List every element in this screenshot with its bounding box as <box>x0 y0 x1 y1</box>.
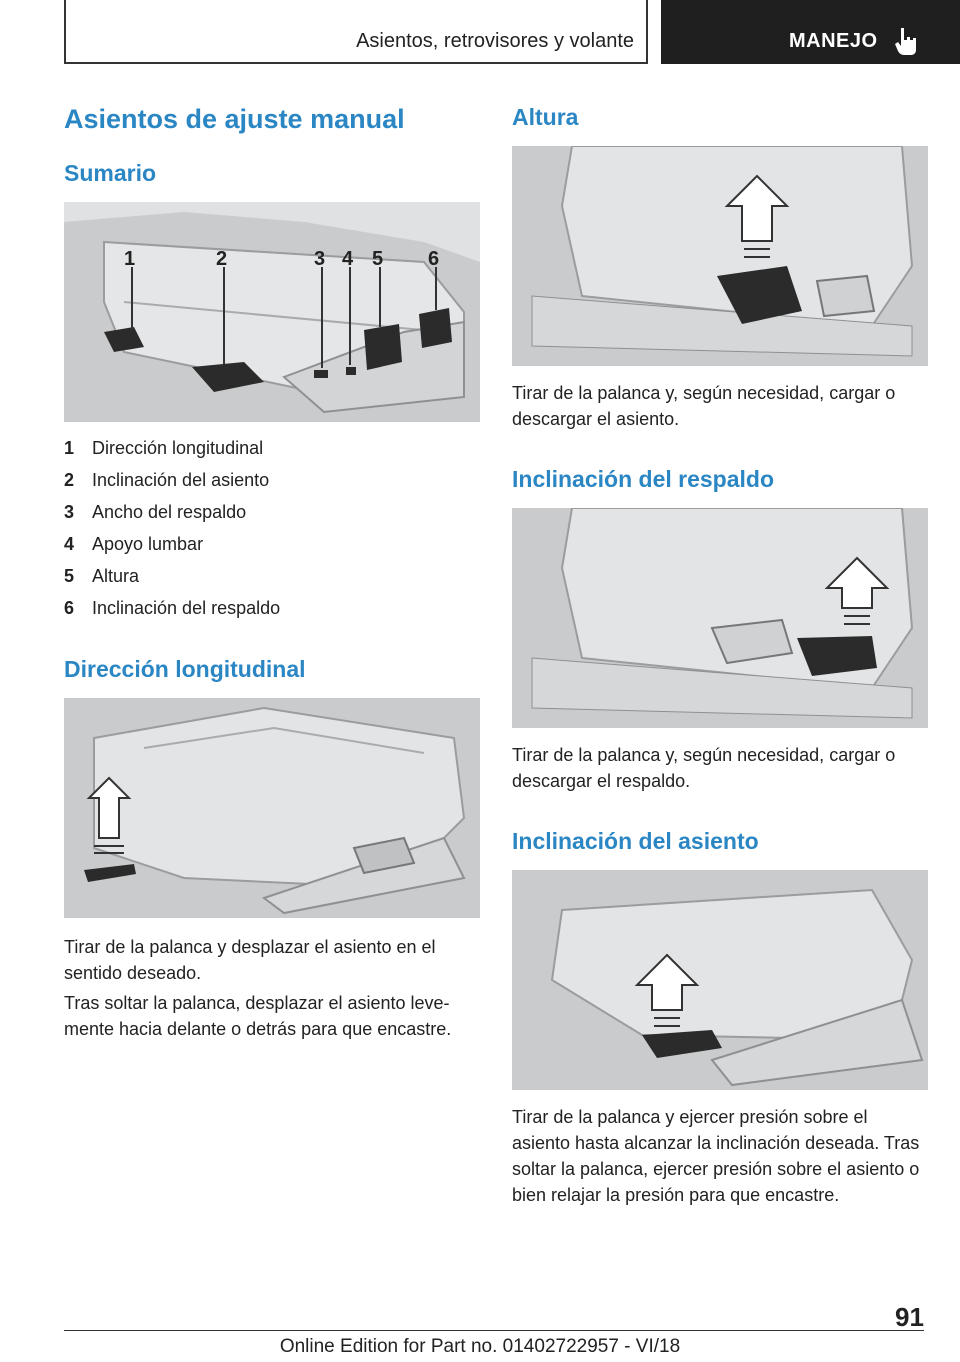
paragraph-longitudinal-1: Tirar de la palanca y desplazar el asien… <box>64 937 436 983</box>
paragraph-height: Tirar de la palanca y, según necesidad, … <box>512 383 896 429</box>
paragraph-longitudinal-2: Tras soltar la palanca, desplazar el asi… <box>64 993 452 1039</box>
header-section-title: Asientos, retrovisores y volante <box>356 30 634 52</box>
figure-backrest <box>512 508 928 728</box>
page-title: Asientos de ajuste manual <box>64 104 405 134</box>
figure-seat-overview: 1 2 3 4 5 6 <box>64 202 480 422</box>
header-chapter-label: MANEJO <box>789 30 878 52</box>
figure-seat-tilt <box>512 870 928 1090</box>
header-chapter-tab: MANEJO <box>661 0 960 64</box>
figure-label-2: 2 <box>216 248 227 270</box>
header-section-box: Asientos, retrovisores y volante <box>64 0 648 64</box>
section-title-longitudinal: Dirección longitudinal <box>64 656 306 682</box>
figure-longitudinal <box>64 698 480 918</box>
figure-label-3: 3 <box>314 248 325 270</box>
figure-label-6: 6 <box>428 248 439 270</box>
figure-label-5: 5 <box>372 248 383 270</box>
figure-label-4: 4 <box>342 248 354 270</box>
section-title-backrest: Inclinación del respaldo <box>512 466 775 492</box>
section-title-sumario: Sumario <box>64 160 157 186</box>
paragraph-backrest: Tirar de la palanca y, según necesidad, … <box>512 745 896 791</box>
hand-pointing-icon <box>895 28 916 55</box>
footer-edition: Online Edition for Part no. 01402722957 … <box>279 1336 681 1357</box>
paragraph-seat-tilt: Tirar de la palanca y ejercer presión so… <box>512 1107 920 1205</box>
page-number: 91 <box>895 1302 924 1332</box>
section-title-altura: Altura <box>512 104 579 130</box>
section-title-seat-tilt: Inclinación del asiento <box>512 828 759 854</box>
footer-divider <box>64 1330 924 1331</box>
figure-label-1: 1 <box>124 248 135 270</box>
figure-height <box>512 146 928 366</box>
